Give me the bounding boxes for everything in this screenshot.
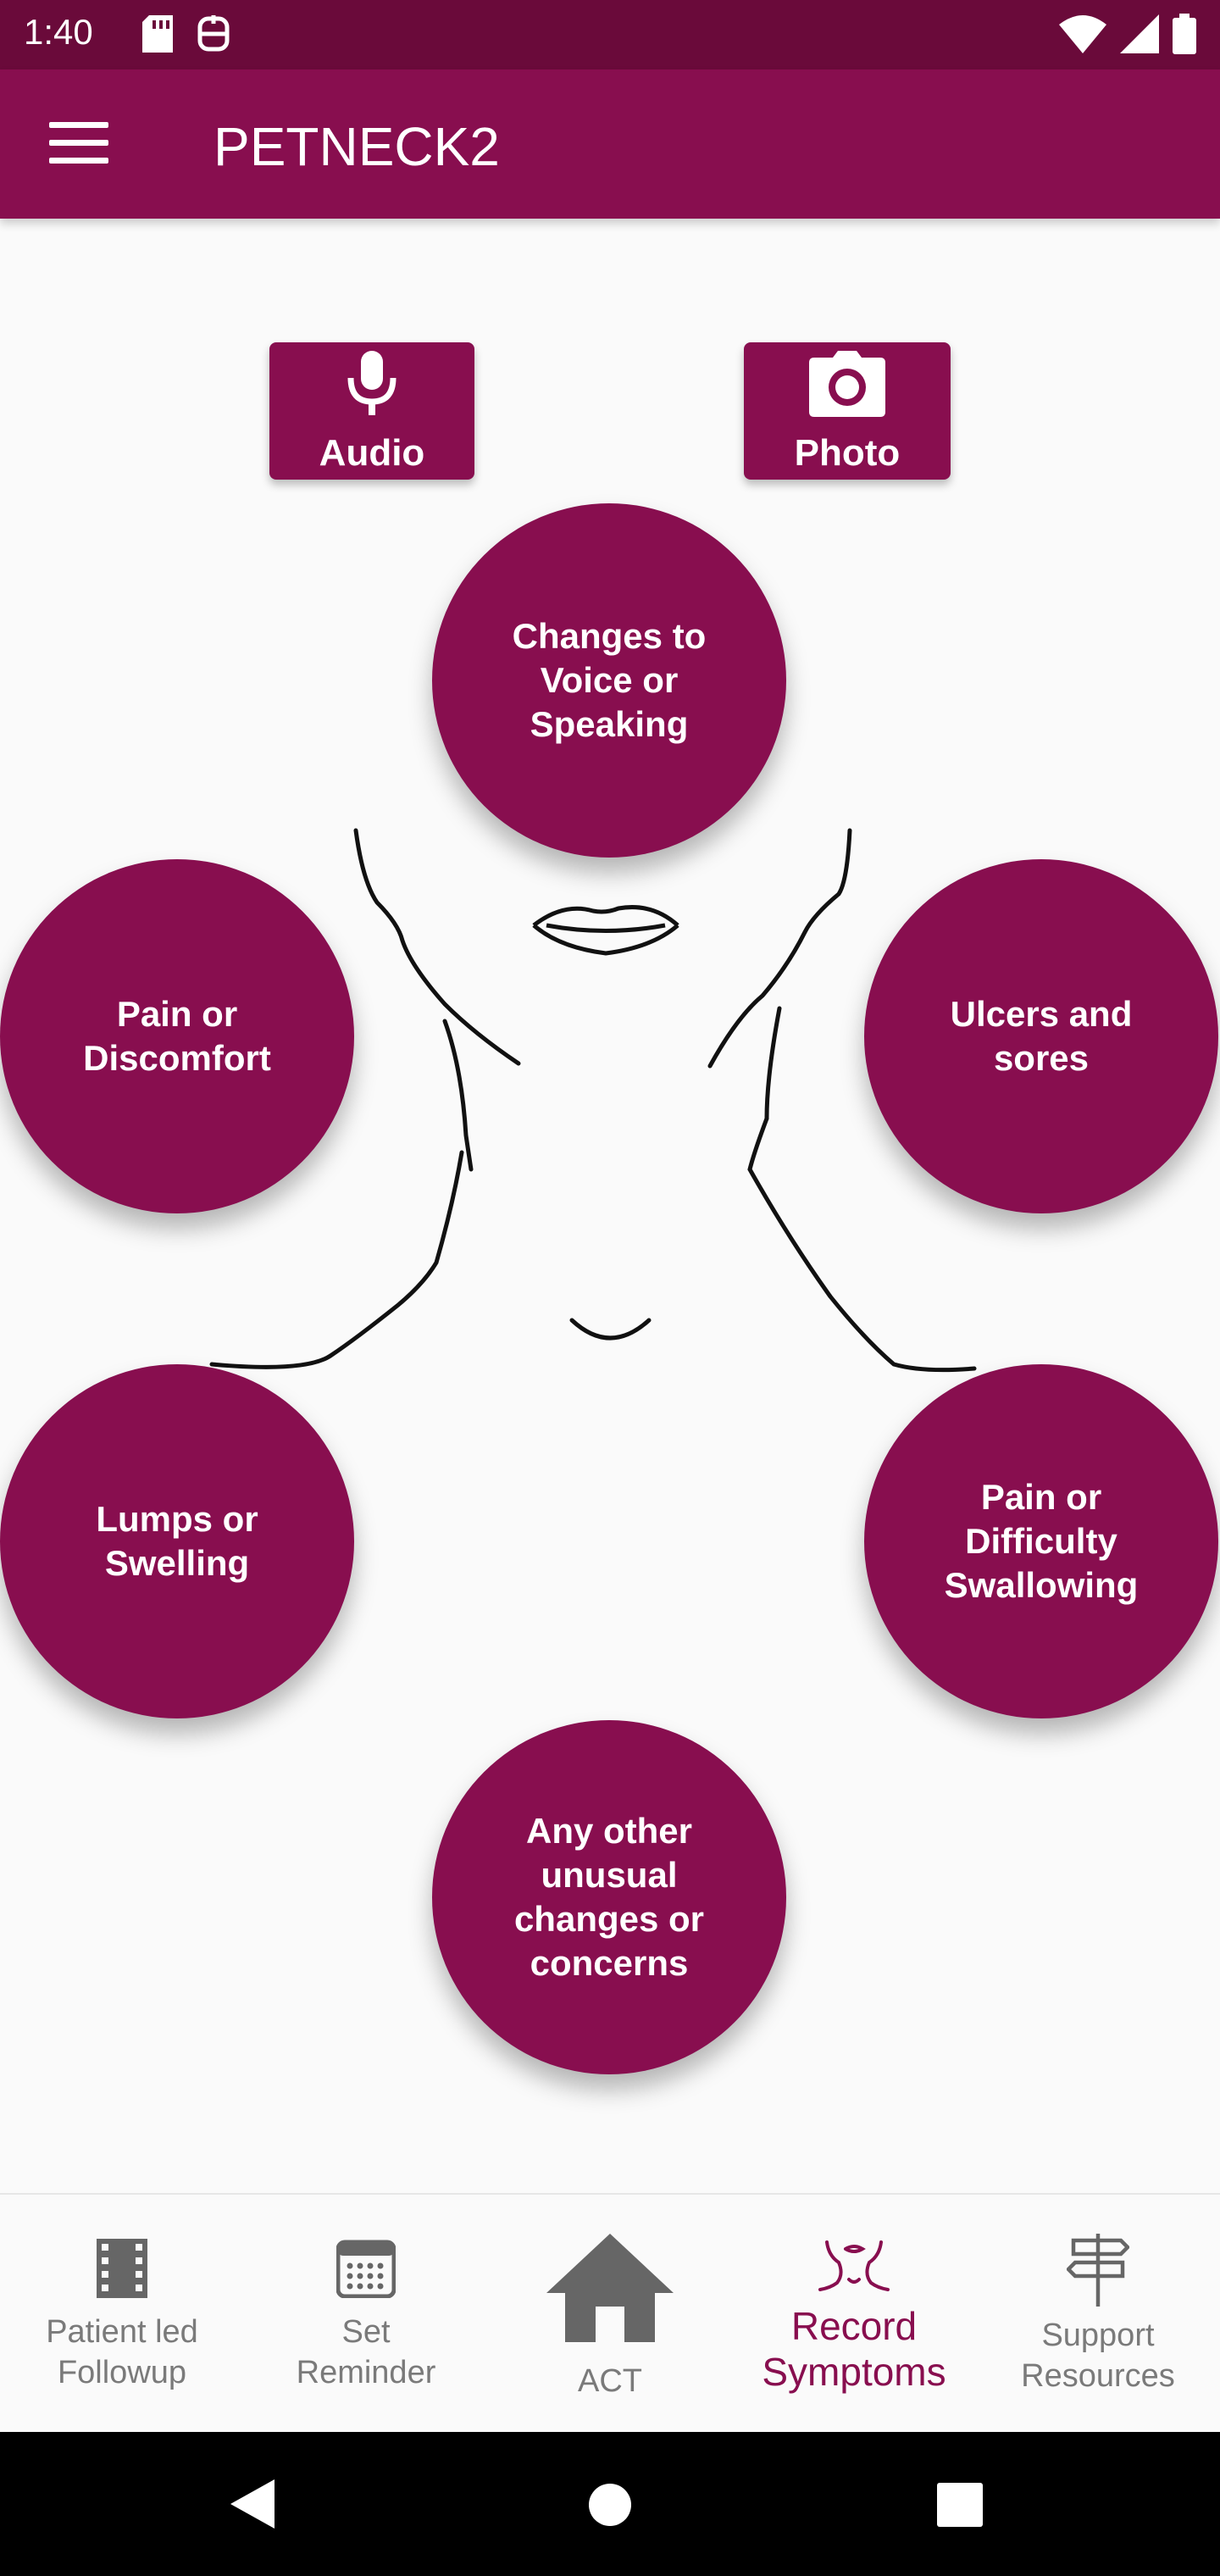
bottom-navigation: Patient led Followup Set Reminder ACT [0, 2193, 1220, 2434]
back-icon[interactable] [230, 2479, 276, 2529]
app-bar: PETNECK2 [0, 69, 1220, 219]
status-bar: 1:40 [0, 0, 1220, 69]
signpost-icon [1067, 2234, 1129, 2307]
audio-button-label: Audio [319, 432, 425, 474]
nav-item-support-resources[interactable]: Support Resources [976, 2195, 1220, 2434]
symptom-pain-discomfort-button[interactable]: Pain or Discomfort [0, 859, 354, 1213]
nav-label-line2: Resources [1021, 2358, 1175, 2394]
nav-label-line2: Symptoms [762, 2350, 946, 2394]
wifi-icon [1059, 15, 1106, 53]
film-icon [97, 2239, 147, 2298]
nav-label-line1: Patient led [46, 2314, 198, 2350]
menu-icon[interactable] [49, 122, 108, 166]
nav-item-record-symptoms[interactable]: Record Symptoms [732, 2195, 976, 2434]
nav-item-patient-led-followup[interactable]: Patient led Followup [0, 2195, 244, 2434]
nav-label-line1: Record [790, 2304, 918, 2348]
nav-label-line1: Support [1041, 2318, 1155, 2353]
symptom-voice-speaking-button[interactable]: Changes to Voice or Speaking [432, 503, 786, 858]
home-icon [546, 2234, 674, 2342]
home-circle-icon[interactable] [588, 2483, 632, 2527]
symptom-label: Pain or Discomfort [83, 994, 271, 1078]
accessibility-icon [197, 15, 230, 52]
symptom-label: Any other unusual changes or concerns [513, 1811, 705, 1983]
audio-button[interactable]: Audio [269, 342, 474, 480]
microphone-icon [347, 351, 396, 415]
symptom-label: Lumps or Swelling [96, 1499, 258, 1583]
symptom-other-concerns-button[interactable]: Any other unusual changes or concerns [432, 1720, 786, 2074]
nav-label-line1: Set [341, 2314, 391, 2350]
recents-icon[interactable] [937, 2483, 983, 2527]
symptom-label: Ulcers and sores [950, 994, 1133, 1078]
signal-icon [1120, 14, 1159, 53]
symptom-lumps-swelling-button[interactable]: Lumps or Swelling [0, 1364, 354, 1718]
symptom-label: Changes to Voice or Speaking [512, 616, 707, 744]
nav-item-act[interactable]: ACT [488, 2195, 732, 2434]
neck-icon [818, 2240, 890, 2291]
sd-card-icon [142, 15, 173, 53]
camera-icon [809, 351, 885, 417]
nav-label-line1: ACT [578, 2363, 642, 2399]
photo-button[interactable]: Photo [744, 342, 951, 480]
system-navigation-bar [0, 2432, 1220, 2576]
symptom-ulcers-sores-button[interactable]: Ulcers and sores [864, 859, 1218, 1213]
neck-illustration-icon [209, 828, 977, 1373]
symptom-label: Pain or Difficulty Swallowing [944, 1477, 1139, 1605]
battery-icon [1173, 14, 1196, 54]
app-title: PETNECK2 [214, 116, 500, 177]
photo-button-label: Photo [794, 432, 901, 474]
nav-label-line2: Reminder [296, 2355, 436, 2390]
calendar-icon [336, 2240, 396, 2298]
nav-item-set-reminder[interactable]: Set Reminder [244, 2195, 488, 2434]
nav-label-line2: Followup [57, 2355, 187, 2390]
symptom-swallowing-button[interactable]: Pain or Difficulty Swallowing [864, 1364, 1218, 1718]
status-time: 1:40 [24, 12, 93, 52]
